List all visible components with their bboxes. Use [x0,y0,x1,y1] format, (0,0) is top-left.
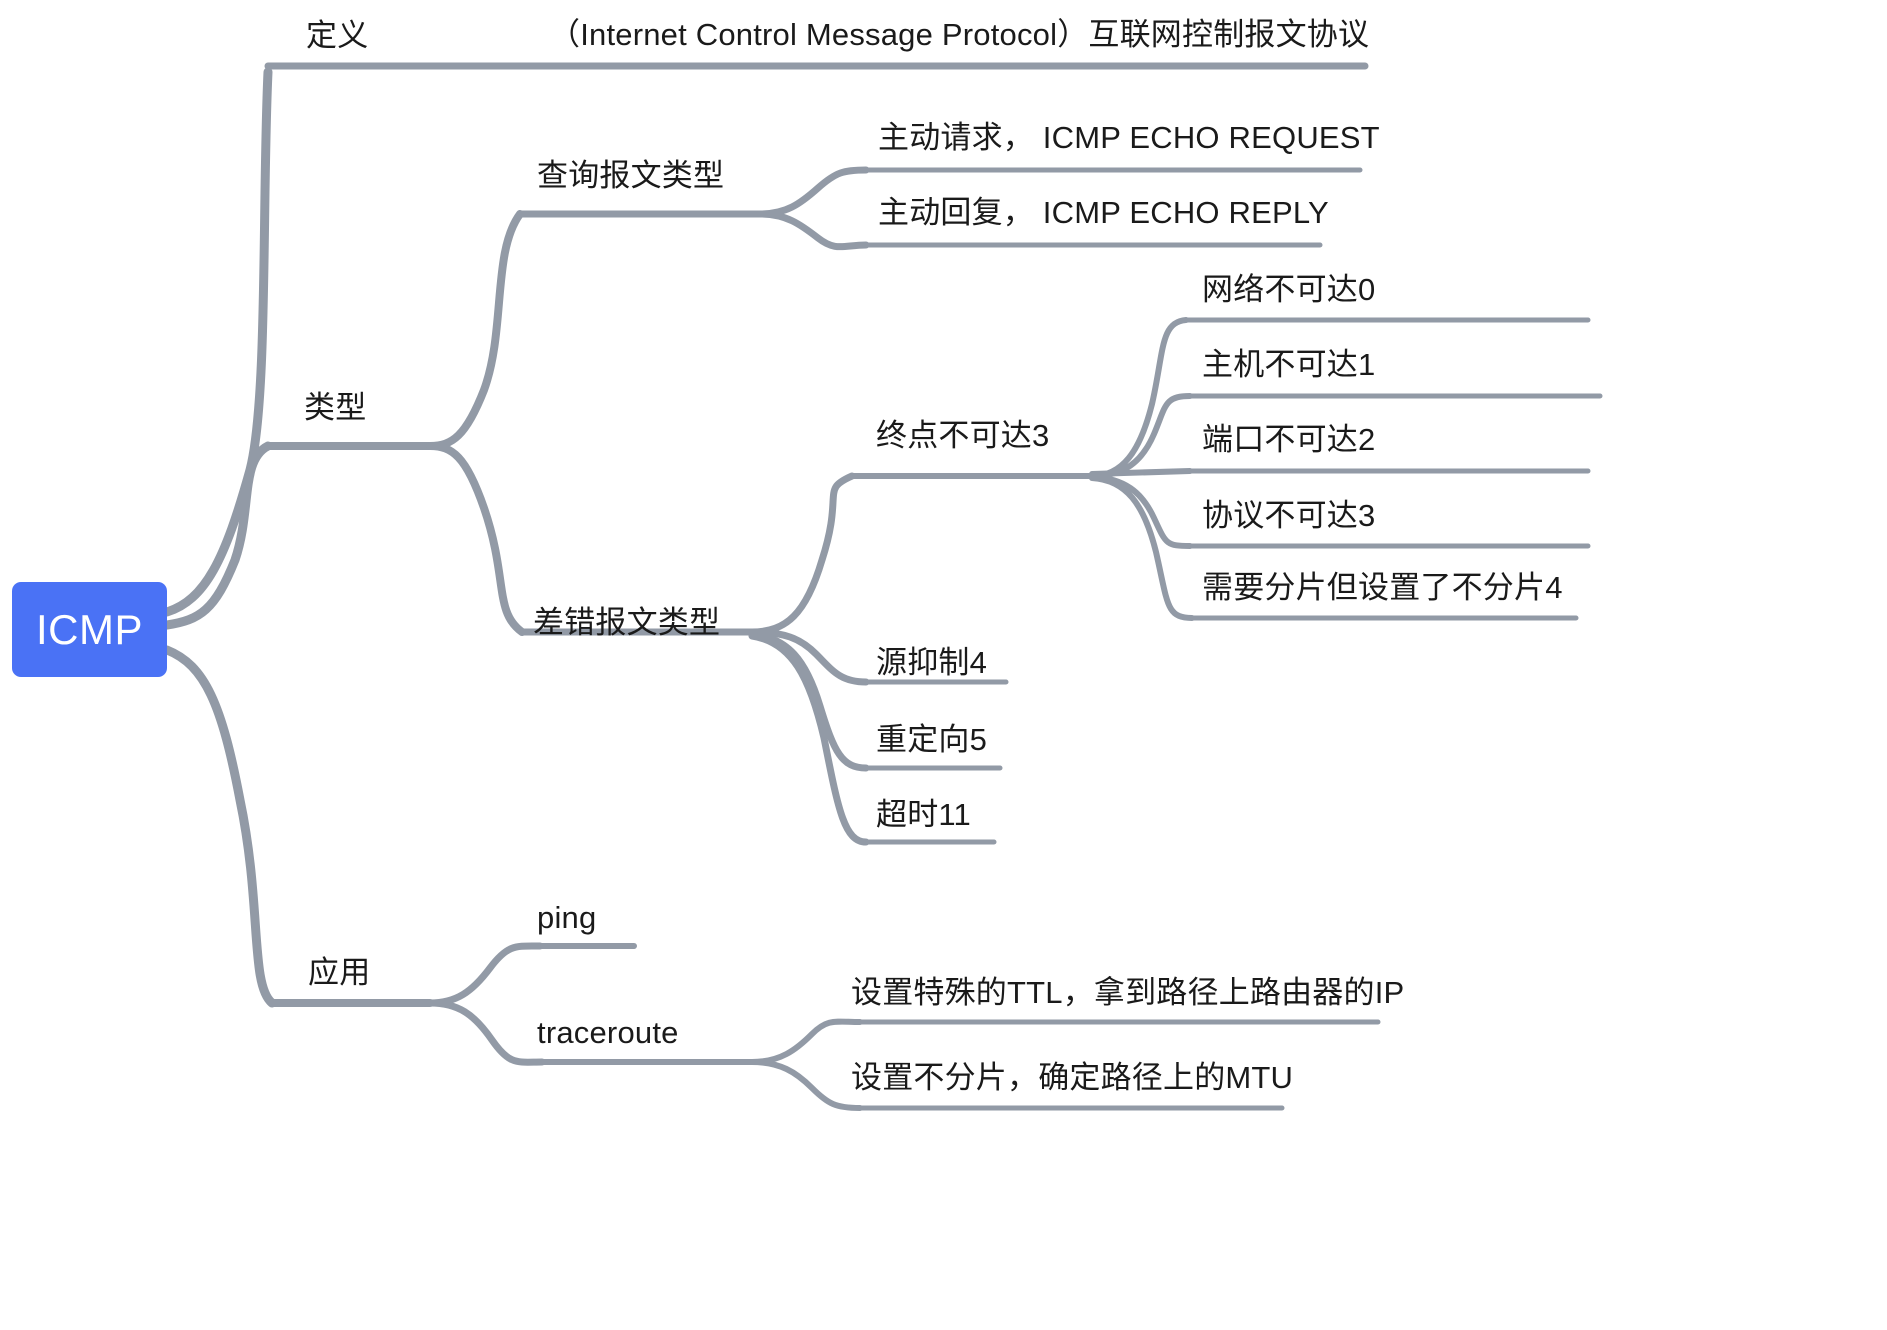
node-query-message-type[interactable]: 查询报文类型 [537,158,725,193]
node-redirect[interactable]: 重定向5 [876,722,988,757]
node-protocol-unreachable[interactable]: 协议不可达3 [1202,498,1376,533]
node-destination-unreachable[interactable]: 终点不可达3 [876,418,1050,453]
node-host-unreachable[interactable]: 主机不可达1 [1202,347,1376,382]
node-types[interactable]: 类型 [304,390,367,425]
node-traceroute-ttl[interactable]: 设置特殊的TTL，拿到路径上路由器的IP [851,975,1405,1010]
node-traceroute-mtu[interactable]: 设置不分片，确定路径上的MTU [851,1060,1294,1095]
root-node-icmp[interactable]: ICMP [12,582,167,677]
node-port-unreachable[interactable]: 端口不可达2 [1202,422,1376,457]
node-source-quench[interactable]: 源抑制4 [876,645,988,680]
node-applications[interactable]: 应用 [308,955,371,990]
node-traceroute[interactable]: traceroute [537,1015,679,1050]
node-definition[interactable]: 定义 [306,18,369,53]
node-echo-request[interactable]: 主动请求， ICMP ECHO REQUEST [878,120,1380,155]
node-error-message-type[interactable]: 差错报文类型 [533,605,721,640]
node-network-unreachable[interactable]: 网络不可达0 [1202,272,1376,307]
node-timeout[interactable]: 超时11 [876,797,971,832]
node-fragmentation-needed[interactable]: 需要分片但设置了不分片4 [1202,570,1563,605]
node-definition-detail[interactable]: （Internet Control Message Protocol）互联网控制… [549,17,1370,52]
root-node-label: ICMP [36,605,143,653]
node-echo-reply[interactable]: 主动回复， ICMP ECHO REPLY [878,195,1329,230]
node-ping[interactable]: ping [537,900,597,935]
